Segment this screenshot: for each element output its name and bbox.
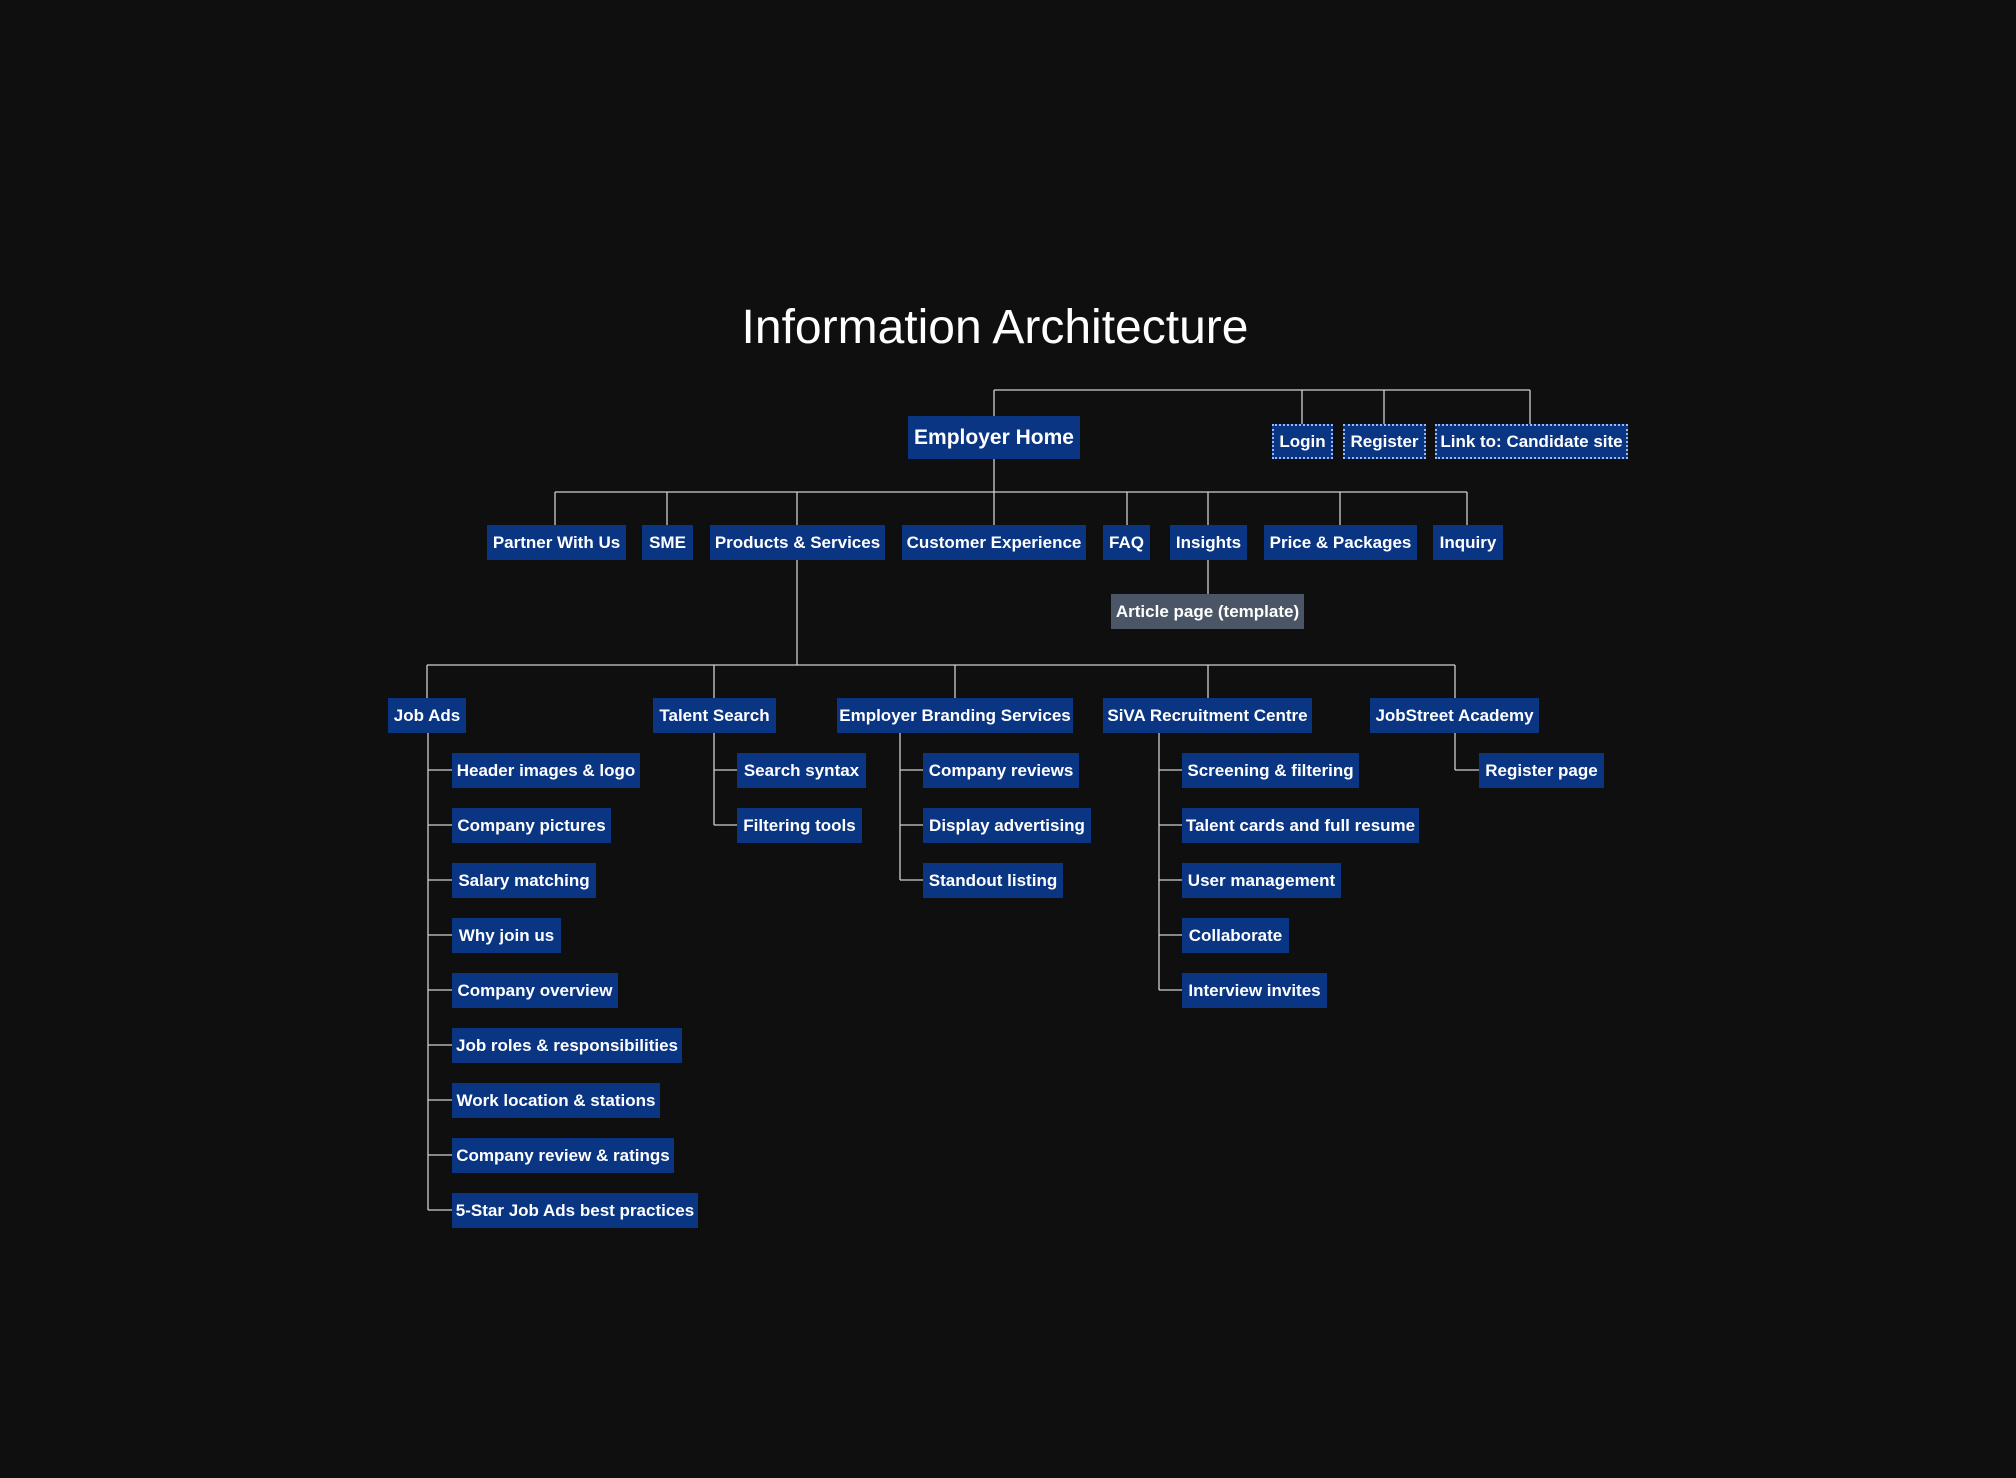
node-talent-search: Talent Search — [653, 698, 776, 733]
node-search-syntax: Search syntax — [737, 753, 866, 788]
node-screening-filtering: Screening & filtering — [1182, 753, 1359, 788]
node-insights: Insights — [1170, 525, 1247, 560]
node-salary-matching: Salary matching — [452, 863, 596, 898]
node-partner-with-us: Partner With Us — [487, 525, 626, 560]
node-job-ads: Job Ads — [388, 698, 466, 733]
node-faq: FAQ — [1103, 525, 1150, 560]
node-sme: SME — [642, 525, 693, 560]
node-article-page-template: Article page (template) — [1111, 594, 1304, 629]
node-company-overview: Company overview — [452, 973, 618, 1008]
node-collaborate: Collaborate — [1182, 918, 1289, 953]
node-header-images-logo: Header images & logo — [452, 753, 640, 788]
node-siva-recruitment-centre: SiVA Recruitment Centre — [1103, 698, 1312, 733]
node-register-page: Register page — [1479, 753, 1604, 788]
node-user-management: User management — [1182, 863, 1341, 898]
node-filtering-tools: Filtering tools — [737, 808, 862, 843]
node-employer-home: Employer Home — [908, 416, 1080, 459]
node-customer-experience: Customer Experience — [902, 525, 1086, 560]
node-interview-invites: Interview invites — [1182, 973, 1327, 1008]
node-company-review-ratings: Company review & ratings — [452, 1138, 674, 1173]
node-products-services: Products & Services — [710, 525, 885, 560]
node-display-advertising: Display advertising — [923, 808, 1091, 843]
node-link-candidate-site: Link to: Candidate site — [1435, 424, 1628, 459]
node-login: Login — [1272, 424, 1333, 459]
node-job-roles-responsibilities: Job roles & responsibilities — [452, 1028, 682, 1063]
node-company-pictures: Company pictures — [452, 808, 611, 843]
node-5-star-job-ads-best-practices: 5-Star Job Ads best practices — [452, 1193, 698, 1228]
node-company-reviews: Company reviews — [923, 753, 1079, 788]
diagram-title: Information Architecture — [741, 301, 1249, 354]
node-register: Register — [1343, 424, 1426, 459]
node-talent-cards-full-resume: Talent cards and full resume — [1182, 808, 1419, 843]
node-inquiry: Inquiry — [1433, 525, 1503, 560]
node-employer-branding-services: Employer Branding Services — [837, 698, 1073, 733]
node-price-packages: Price & Packages — [1264, 525, 1417, 560]
node-standout-listing: Standout listing — [923, 863, 1063, 898]
node-why-join-us: Why join us — [452, 918, 561, 953]
node-jobstreet-academy: JobStreet Academy — [1370, 698, 1539, 733]
node-work-location-stations: Work location & stations — [452, 1083, 660, 1118]
